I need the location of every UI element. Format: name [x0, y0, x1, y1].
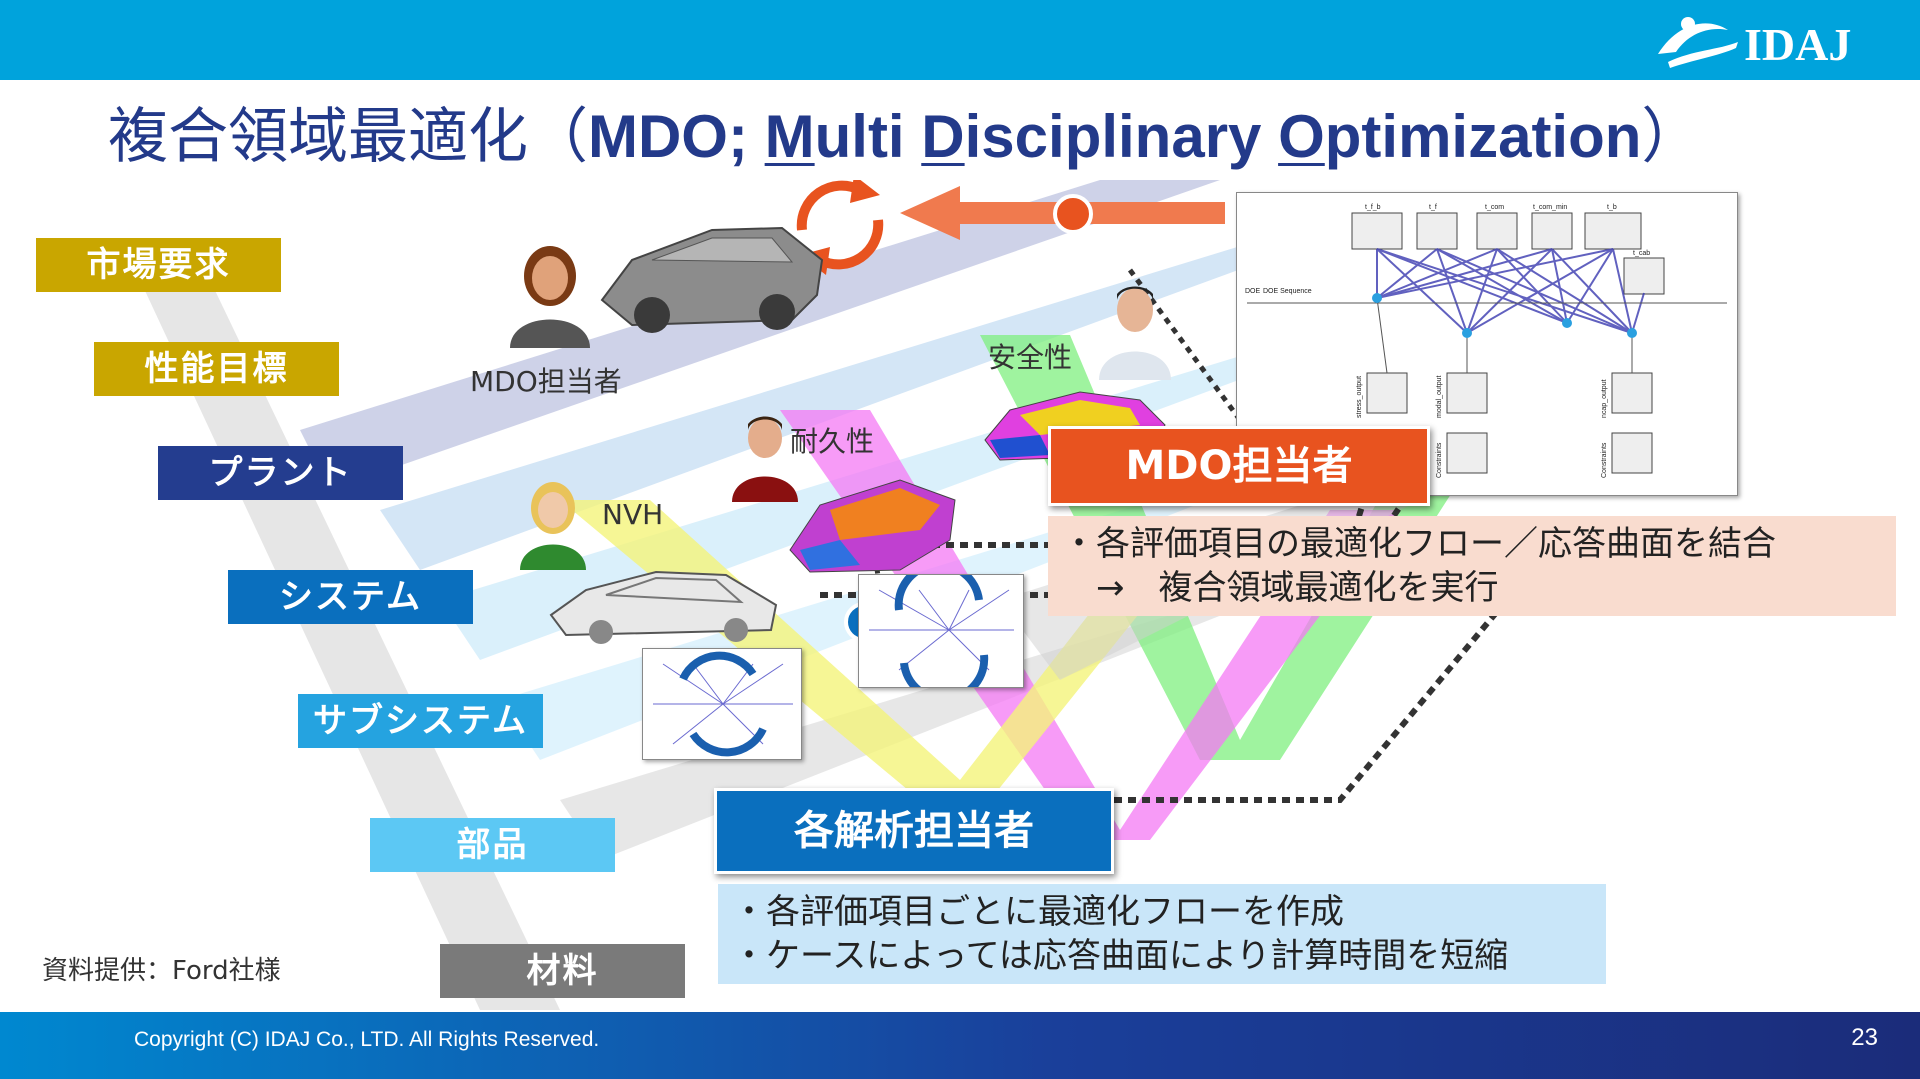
idaj-logo: IDAJ: [1658, 17, 1851, 70]
orange-node: [1053, 194, 1093, 234]
svg-text:Constraints: Constraints: [1436, 442, 1443, 478]
logo-text: IDAJ: [1744, 19, 1851, 70]
mdo-note-line-1: ・各評価項目の最適化フロー／応答曲面を結合: [1062, 524, 1776, 564]
svg-text:Constraints: Constraints: [1601, 442, 1608, 478]
page-number: 23: [1851, 1024, 1878, 1051]
level-subsystem: サブシステム: [298, 694, 543, 748]
header-bar: [0, 0, 1920, 80]
footer-bar: [0, 1012, 1920, 1079]
nvh-car-body-image: [549, 570, 778, 644]
analyst-note-line-1: ・各評価項目ごとに最適化フローを作成: [732, 892, 1344, 932]
source-credit: 資料提供：Ford社様: [42, 956, 281, 986]
level-materials: 材料: [440, 944, 685, 998]
mdo-owner-note: ・各評価項目の最適化フロー／応答曲面を結合 → 複合領域最適化を実行: [1048, 516, 1896, 616]
car-wireframe-image: [600, 226, 824, 333]
durability-car-image: [789, 479, 956, 573]
caption-mdo-person: MDO担当者: [470, 365, 622, 398]
level-parts: 部品: [370, 818, 615, 872]
level-performance-targets: 性能目標: [94, 342, 339, 396]
analyst-box: 各解析担当者: [714, 788, 1114, 874]
analyst-note-line-2: ・ケースによっては応答曲面により計算時間を短縮: [732, 936, 1509, 976]
svg-text:stress_output: stress_output: [1356, 376, 1363, 418]
mdo-person-avatar: [510, 246, 590, 348]
svg-text:DOE Sequence: DOE Sequence: [1263, 288, 1312, 295]
svg-text:t_com_min: t_com_min: [1533, 204, 1567, 211]
svg-text:t_cab: t_cab: [1633, 250, 1650, 257]
durability-workflow-thumbnail: [858, 574, 1024, 688]
svg-text:modal_output: modal_output: [1436, 376, 1443, 418]
svg-text:t_b: t_b: [1607, 204, 1617, 211]
caption-safety: 安全性: [988, 341, 1073, 374]
level-plant: プラント: [158, 446, 403, 500]
mdo-note-line-2: → 複合領域最適化を実行: [1062, 568, 1499, 608]
svg-text:ncap_output: ncap_output: [1601, 379, 1608, 418]
caption-nvh: NVH: [602, 498, 664, 531]
copyright-text: Copyright (C) IDAJ Co., LTD. All Rights …: [134, 1028, 600, 1051]
band-system: [380, 240, 1320, 570]
svg-text:t_com: t_com: [1485, 204, 1504, 211]
analyst-note: ・各評価項目ごとに最適化フローを作成 ・ケースによっては応答曲面により計算時間を…: [718, 884, 1606, 984]
nvh-workflow-thumbnail: [642, 648, 802, 760]
durability-person-avatar: [732, 416, 798, 502]
nvh-person-avatar: [520, 482, 586, 570]
level-system: システム: [228, 570, 473, 624]
svg-text:t_f: t_f: [1429, 204, 1437, 211]
band-plant: [300, 180, 1220, 490]
v-band-durability: [780, 410, 1400, 840]
level-market-requirements: 市場要求: [36, 238, 281, 292]
page-title: 複合領域最適化（MDO; Multi Disciplinary Optimiza…: [108, 102, 1702, 172]
caption-durability: 耐久性: [790, 425, 875, 458]
lead-person-avatar: [1099, 286, 1171, 380]
svg-text:t_f_b: t_f_b: [1365, 204, 1381, 211]
svg-text:DOE: DOE: [1245, 288, 1261, 295]
mdo-owner-box: MDO担当者: [1048, 426, 1430, 506]
